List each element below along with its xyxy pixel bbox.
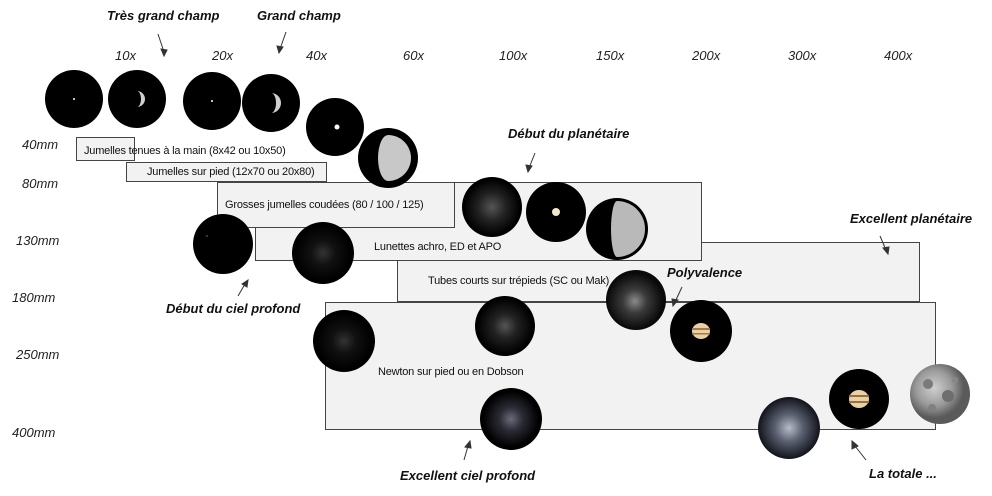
mag-10x: 10x [115,48,136,63]
annotation-grand-champ: Grand champ [257,8,341,23]
crater [942,390,954,402]
jupiter-band [849,395,869,397]
crater [928,404,936,412]
mag-300x: 300x [788,48,817,63]
instrument-newton: Newton sur pied ou en Dobson [378,366,524,378]
moon-terminator-shape [611,201,645,257]
aperture-400mm: 400mm [12,425,56,440]
arrowhead [241,278,249,288]
instrument-grosses-jumelles: Grosses jumelles coudées (80 / 100 / 125… [225,199,424,211]
jupiter-shape [849,390,869,408]
arrow-debut-ciel-profond [237,283,246,297]
annotation-la-totale: La totale ... [869,466,937,481]
annotation-excellent-planetaire: Excellent planétaire [850,211,973,226]
aperture-180mm: 180mm [12,290,56,305]
view-disc-moon-craters [910,364,970,424]
box-jumelles-main [76,137,135,161]
view-disc-galaxy [606,270,666,330]
arrowhead [671,298,679,308]
mag-60x: 60x [403,48,424,63]
arrow-excellent-ciel-profond [463,445,469,461]
view-disc-moon-crescent [242,74,300,132]
arrowhead [525,164,533,174]
star-point [206,235,208,237]
arrowhead [851,439,859,450]
star-point [73,98,75,100]
view-disc-faint-nebula [313,310,375,372]
annotation-tres-grand-champ: Très grand champ [107,8,220,23]
aperture-40mm: 40mm [22,137,59,152]
moon-crescent-shape [271,93,281,113]
crater [952,377,958,383]
arrow-la-totale [854,445,867,461]
instrument-tubes-courts: Tubes courts sur trépieds (SC ou Mak) [428,275,610,287]
view-disc-globular-cluster [758,397,820,459]
jupiter-shape [692,323,710,339]
planet-small-shape [552,208,560,216]
jupiter-band [849,401,869,403]
moon-crescent-shape [137,91,145,107]
jupiter-band [692,333,710,335]
arrowhead [276,45,284,55]
annotation-polyvalence: Polyvalence [667,265,743,280]
aperture-250mm: 250mm [16,347,60,362]
view-disc-moon-crescent [108,70,166,128]
mag-150x: 150x [596,48,625,63]
mag-40x: 40x [306,48,327,63]
instrument-lunettes: Lunettes achro, ED et APO [374,241,502,253]
view-disc-faint-field [193,214,253,274]
annotation-debut-ciel-profond: Début du ciel profond [166,301,301,316]
mag-20x: 20x [212,48,233,63]
arrowhead [464,439,472,449]
moon-quarter-shape [378,135,411,181]
annotation-excellent-ciel-profond: Excellent ciel profond [400,468,536,483]
instrument-jumelles-pied: Jumelles sur pied (12x70 ou 20x80) [147,166,315,178]
jupiter-band [692,328,710,330]
view-disc-cluster [475,296,535,356]
mag-100x: 100x [499,48,528,63]
view-disc-nebula [462,177,522,237]
crater [923,379,933,389]
box-jumelles-pied [126,162,327,182]
annotation-arrows [157,31,890,461]
box-grosses-jumelles [217,182,455,228]
view-disc-nebula-bright [480,388,542,450]
instrument-jumelles-main: Jumelles tenues à la main (8x42 ou 10x50… [84,145,286,157]
arrowhead [160,48,168,58]
star-point [211,100,213,102]
aperture-130mm: 130mm [16,233,60,248]
planet-point [334,124,340,130]
mag-200x: 200x [692,48,721,63]
mag-400x: 400x [884,48,913,63]
annotation-debut-planetaire: Début du planétaire [508,126,630,141]
arrowhead [882,246,890,256]
aperture-80mm: 80mm [22,176,59,191]
view-disc-faint-nebula [292,222,354,284]
